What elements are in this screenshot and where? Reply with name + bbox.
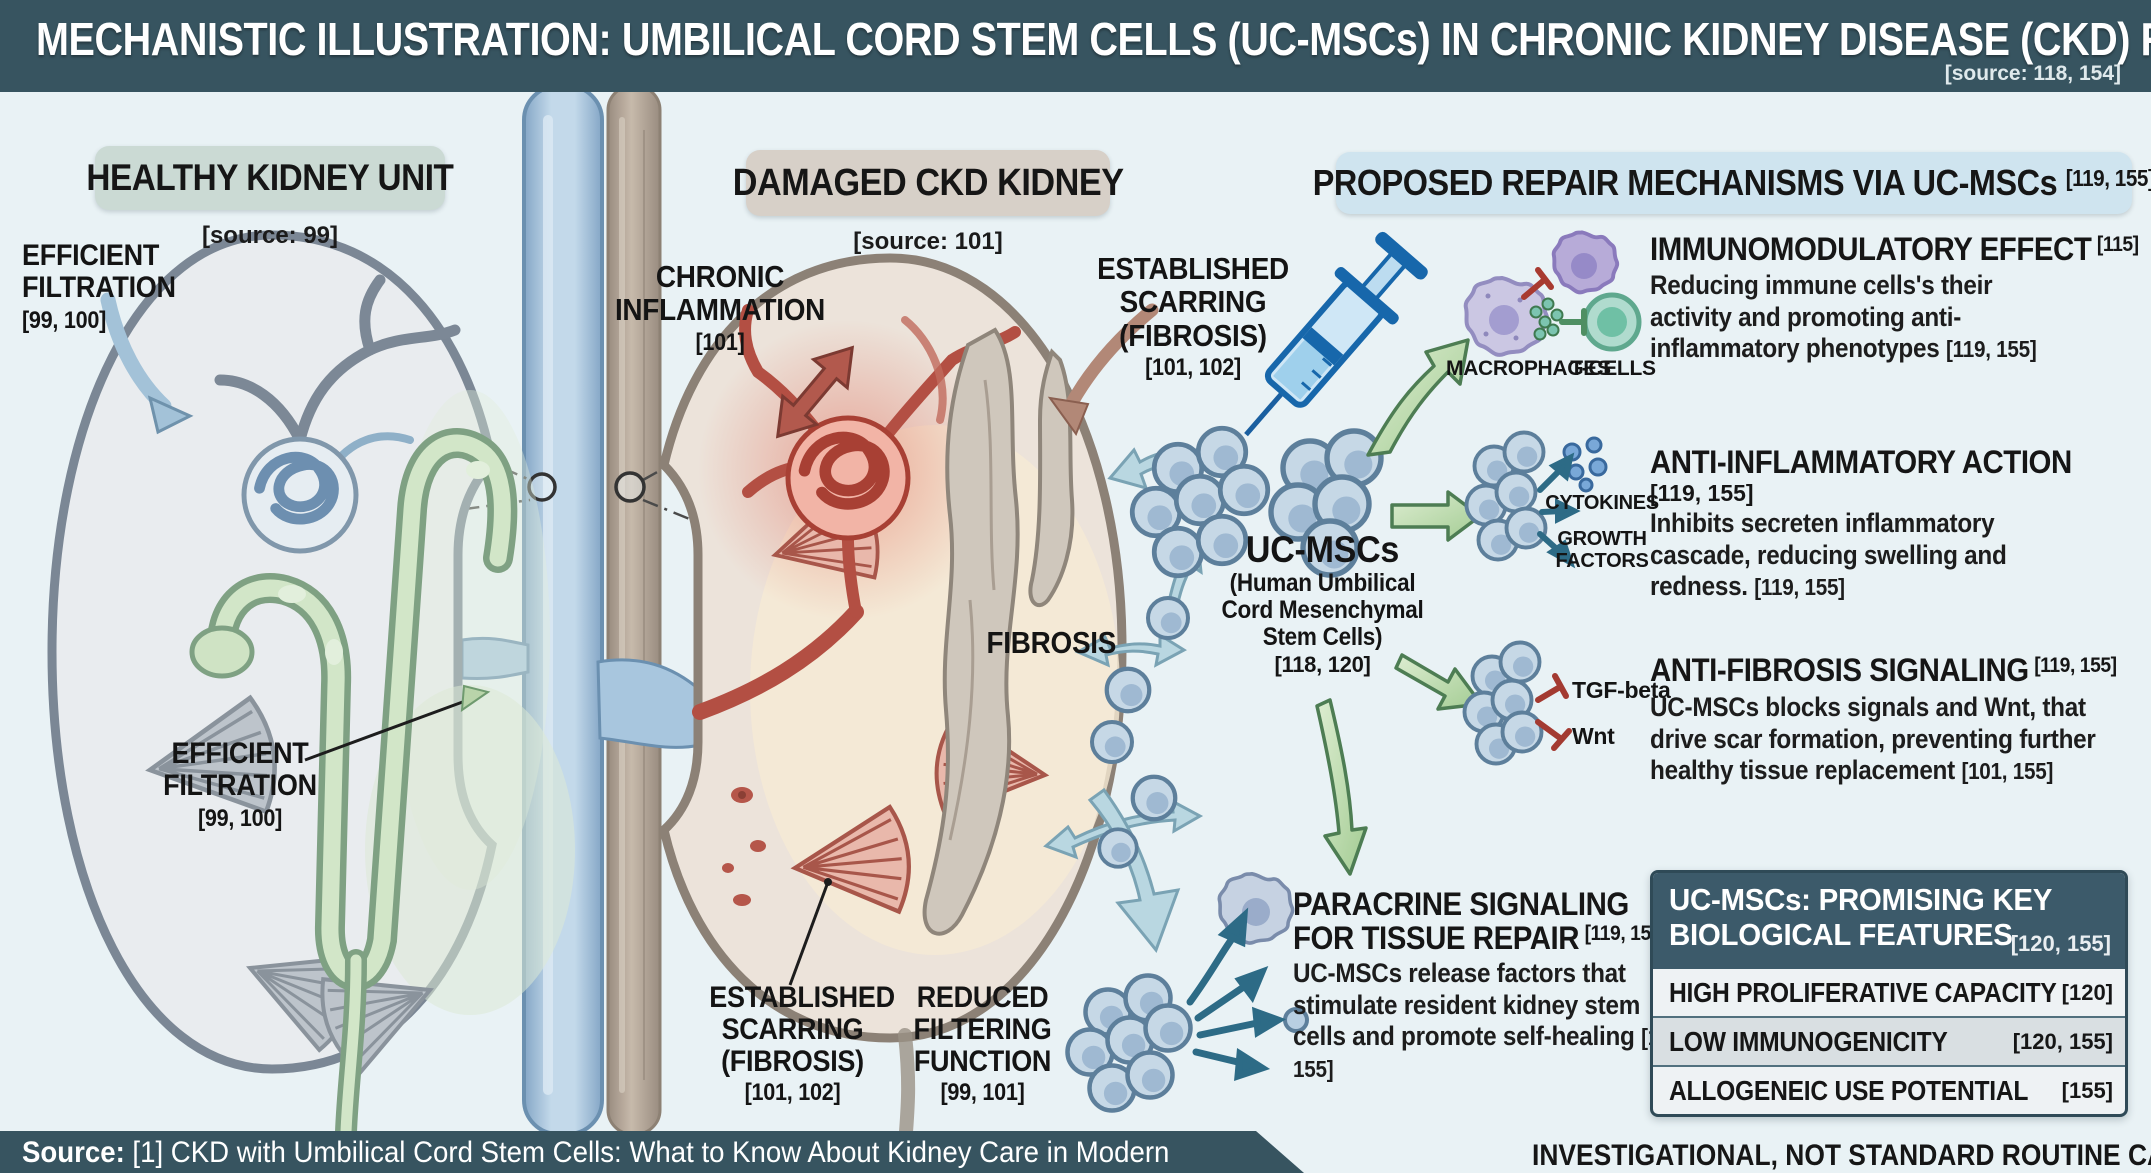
- wnt-label: Wnt: [1572, 723, 1615, 749]
- mech4-body: UC-MSCs release factors that stimulate r…: [1293, 958, 1689, 1084]
- table-row: LOW IMMUNOGENICITY [120, 155]: [1653, 1016, 2125, 1065]
- title-ref: [119, 155]: [2034, 654, 2117, 677]
- magnifier-circle-left: [527, 472, 557, 502]
- section-header-repair: PROPOSED REPAIR MECHANISMS VIA UC-MSCs […: [1313, 152, 2151, 214]
- mech2-title: ANTI-INFLAMMATORY ACTION: [1650, 444, 2072, 480]
- inflow-arrow-icon: [100, 292, 194, 435]
- title-ref: [115]: [2096, 233, 2139, 256]
- scarring-pointer-arrow-icon: [1047, 303, 1159, 437]
- healthy-source: [source: 99]: [201, 222, 339, 249]
- immune-cell-icon: [1551, 230, 1620, 295]
- label-ref: [99, 101]: [940, 1079, 1025, 1107]
- t-cells-label: T-CELLS: [1570, 357, 1656, 380]
- t-cell-icon: [1582, 292, 1642, 352]
- mech1-body: Reducing immune cells's their activity a…: [1650, 270, 2037, 364]
- row-ref: [120, 155]: [2012, 1028, 2113, 1054]
- secretion-arrows-icon: [1537, 452, 1581, 569]
- row-ref: [120]: [2061, 979, 2113, 1005]
- tgf-wnt-inhibition-icon: [1535, 673, 1572, 751]
- body-ref: [119, 155]: [1754, 574, 1845, 601]
- anti-fibrosis-cell-cluster-icon: [1462, 640, 1544, 766]
- label-ref: [99, 100]: [22, 306, 107, 334]
- nephron-tube: [189, 428, 518, 1143]
- header-bar: MECHANISTIC ILLUSTRATION: UMBILICAL CORD…: [0, 0, 2151, 92]
- macrophage-cell-icon: [1463, 276, 1550, 357]
- features-table: UC-MSCs: PROMISING KEY BIOLOGICAL FEATUR…: [1650, 870, 2128, 1117]
- section-title-ref: [119, 155]: [2066, 165, 2151, 191]
- title-ref: [119, 155]: [1584, 922, 1668, 945]
- footer-source-text: Source: [1] CKD with Umbilical Cord Stem…: [22, 1136, 1170, 1169]
- footer-source-bar: [0, 1131, 1304, 1173]
- paracrine-arrows-icon: [1186, 907, 1287, 1082]
- features-table-header: UC-MSCs: PROMISING KEY BIOLOGICAL FEATUR…: [1653, 873, 2125, 969]
- damaged-source: [source: 101]: [853, 228, 1003, 255]
- macrophages-label: MACROPHAGES: [1446, 357, 1611, 380]
- reduced-filtering-label: REDUCED FILTERING FUNCTION [99, 101]: [904, 982, 1062, 1106]
- tgf-beta-label: TGF-beta: [1572, 677, 1671, 703]
- header-source-ref: [source: 118, 154]: [1944, 62, 2121, 85]
- mech3-title: ANTI-FIBROSIS SIGNALING[119, 155]: [1650, 652, 2117, 688]
- section-title: DAMAGED CKD KIDNEY: [732, 161, 1124, 204]
- established-scarring-label-top: ESTABLISHED SCARRING (FIBROSIS) [101, 10…: [1090, 252, 1297, 381]
- efficient-filtration-label-inner: EFFICIENT FILTRATION [99, 100]: [123, 737, 357, 832]
- established-scarring-label-bottom: ESTABLISHED SCARRING (FIBROSIS) [101, 10…: [709, 981, 895, 1107]
- inflammation-double-arrow-icon: [775, 345, 855, 439]
- label-ref: [101, 102]: [744, 1079, 841, 1107]
- microthrombi-specks: [722, 787, 766, 906]
- mech4-title-line1: PARACRINE SIGNALING: [1293, 886, 1629, 922]
- mech3-body: UC-MSCs blocks signals and Wnt, that dri…: [1650, 692, 2096, 786]
- uc-msc-name: UC-MSCs: [1245, 529, 1400, 570]
- table-ref: [120, 155]: [2010, 931, 2111, 956]
- cytokines-label: CYTOKINES: [1545, 492, 1659, 514]
- section-title: PROPOSED REPAIR MECHANISMS VIA UC-MSCs: [1313, 162, 2058, 203]
- fibrosis-scar-streak: [922, 327, 1075, 936]
- table-row: ALLOGENEIC USE POTENTIAL [155]: [1653, 1065, 2125, 1114]
- fibrosis-label: FIBROSIS: [986, 625, 1117, 660]
- chronic-inflammation-label: CHRONIC INFLAMMATION [101]: [608, 260, 833, 356]
- mechanism-arrow-icon: [1315, 338, 1483, 876]
- mech2-body: Inhibits secreten inflammatory cascade, …: [1650, 508, 2007, 602]
- syringe-icon: [1244, 231, 1428, 437]
- healthy-kidney-illustration: [47, 230, 575, 1143]
- mech1-title: IMMUNOMODULATORY EFFECT[115]: [1650, 231, 2139, 267]
- label-ref: [99, 100]: [197, 804, 283, 832]
- disclaimer-text: INVESTIGATIONAL, NOT STANDARD ROUTINE CA…: [1532, 1139, 2151, 1172]
- paracrine-cell-cluster-icon: [1068, 976, 1191, 1111]
- mech2-title-ref: [119, 155]: [1650, 480, 1754, 506]
- magnifier-circle-right: [614, 471, 646, 503]
- damaged-kidney-illustration: [659, 253, 1159, 1139]
- label-ref: [118, 120]: [1274, 651, 1371, 677]
- growth-factors-label: GROWTH FACTORS: [1555, 528, 1649, 572]
- label-ref: [101]: [695, 328, 745, 356]
- page-title: MECHANISTIC ILLUSTRATION: UMBILICAL CORD…: [36, 13, 2151, 65]
- ureter-band: [606, 84, 662, 1136]
- section-header-damaged: DAMAGED CKD KIDNEY: [733, 150, 1124, 216]
- row-ref: [155]: [2061, 1077, 2113, 1103]
- label-ref: [101, 102]: [1145, 354, 1241, 382]
- resident-cell-icon: [1217, 871, 1309, 1033]
- body-ref: [101, 155]: [1961, 758, 2054, 785]
- uc-msc-label: UC-MSCs (Human Umbilical Cord Mesenchyma…: [1205, 530, 1440, 677]
- signal-dots-icon: [1529, 297, 1564, 341]
- body-ref: [119, 155]: [1945, 336, 2037, 363]
- efficient-filtration-label-top: EFFICIENT FILTRATION [99, 100]: [22, 239, 220, 334]
- mech4-title-line2: FOR TISSUE REPAIR[119, 155]: [1293, 920, 1668, 956]
- inhibition-t-bar-icon: [1521, 267, 1587, 336]
- section-header-healthy: HEALTHY KIDNEY UNIT: [86, 146, 454, 210]
- section-title: HEALTHY KIDNEY UNIT: [86, 157, 454, 198]
- table-row: HIGH PROLIFERATIVE CAPACITY [120]: [1669, 976, 2113, 1008]
